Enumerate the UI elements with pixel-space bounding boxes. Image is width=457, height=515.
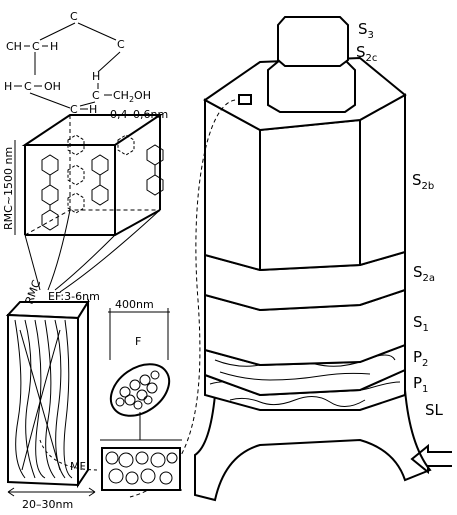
chem-c2: C — [92, 89, 100, 102]
chem-hoc: H — [4, 80, 12, 93]
label-s2c: S2c — [356, 43, 377, 64]
chem-c3: C — [70, 103, 78, 116]
label-f: F — [135, 335, 141, 348]
layer-s3 — [277, 16, 349, 67]
label-s1: S1 — [413, 313, 429, 334]
chem-c1: C — [32, 40, 40, 53]
chem-h1: H — [50, 40, 58, 53]
label-400nm: 400nm — [115, 298, 154, 311]
chem-c: C — [24, 80, 32, 93]
chem-ch2oh: CH2OH — [113, 89, 151, 104]
macrofibril-block — [100, 439, 182, 491]
layer-s2c — [267, 59, 356, 113]
microfibril-lattice — [21, 114, 164, 293]
hollow-arrow-icon — [410, 443, 452, 475]
chem-oh: OH — [44, 80, 61, 93]
chem-c-top2: C — [117, 38, 125, 51]
cellulose-structure: C CH C H C H C OH H C CH2OH C H — [4, 10, 151, 116]
label-s3: S3 — [358, 20, 374, 41]
cell-wall-tower — [194, 16, 432, 502]
chem-ch: CH — [6, 40, 22, 53]
chem-h2: H — [92, 70, 100, 83]
sample-square — [238, 94, 252, 105]
label-20-30nm: 20–30nm — [22, 498, 73, 511]
label-s2a: S2a — [413, 263, 435, 284]
label-rmc-1500: RMC~1500 nm — [2, 147, 15, 230]
middle-lamella-base — [194, 388, 432, 502]
label-p1: P1 — [413, 374, 428, 395]
label-p2: P2 — [413, 348, 428, 369]
label-distance: 0,4–0,6nm — [110, 108, 168, 121]
label-mf: MF — [70, 460, 86, 473]
label-s2b: S2b — [412, 171, 434, 192]
chem-h3: H — [89, 103, 97, 116]
fibril-cross-section — [108, 308, 171, 440]
label-ef: EF:3-6nm — [48, 290, 100, 303]
tower-labels: S3 S2c S2b S2a S1 P2 P1 SL — [356, 20, 444, 419]
fibril-bundle — [5, 298, 90, 489]
label-sl: SL — [425, 401, 444, 419]
chem-c-top: C — [70, 10, 78, 23]
